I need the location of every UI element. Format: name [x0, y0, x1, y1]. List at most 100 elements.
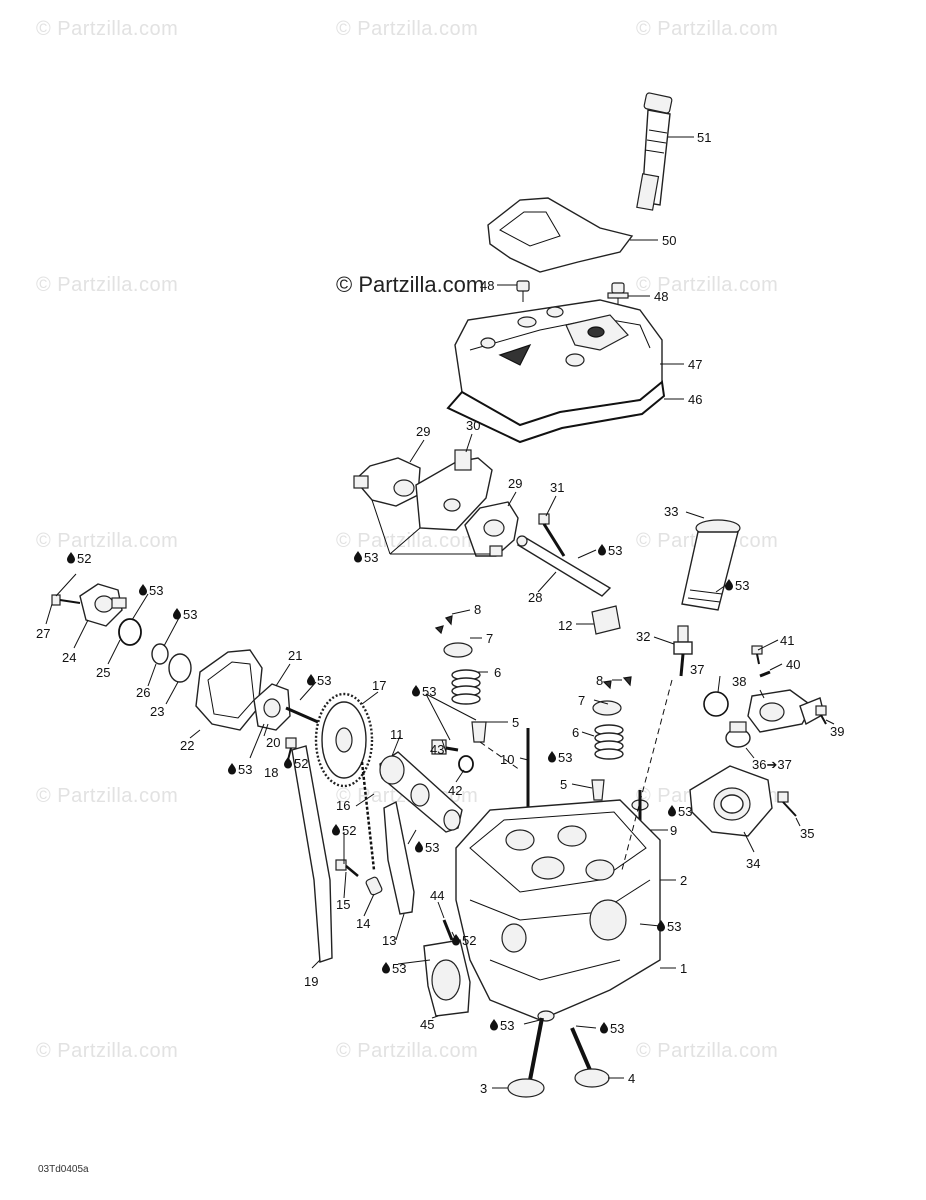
spark-plug-part — [673, 625, 693, 677]
cover-gasket-part — [446, 380, 666, 444]
valve-spring-part — [451, 669, 481, 705]
callout-14: 14 — [356, 916, 370, 931]
callout-51: 51 — [697, 130, 711, 145]
watermark: © Partzilla.com — [36, 274, 179, 296]
callout-17: 17 — [372, 678, 386, 693]
intake-adapter-part — [689, 765, 773, 837]
watermark: © Partzilla.com — [336, 1040, 479, 1062]
callout-6: 6 — [494, 665, 501, 680]
timing-gear-hub-part — [253, 683, 319, 731]
lubricant-53: 53 — [735, 578, 749, 593]
callout-11: 11 — [390, 727, 404, 742]
callout-40: 40 — [786, 657, 800, 672]
valve-seal-part — [471, 721, 487, 743]
lubricant-52: 52 — [462, 933, 476, 948]
callout-42: 42 — [448, 783, 462, 798]
valve-keeper-part — [602, 676, 632, 690]
brand-watermark: © Partzilla.com — [336, 272, 485, 297]
callout-29: 29 — [508, 476, 522, 491]
o-ring-part — [703, 691, 729, 717]
watermark: © Partzilla.com — [636, 18, 779, 40]
callout-36-to-37: 36➔37 — [752, 757, 792, 772]
watermark: © Partzilla.com — [36, 785, 179, 807]
lubricant-53: 53 — [678, 804, 692, 819]
lubricant-53: 53 — [500, 1018, 514, 1033]
bolt-part — [335, 859, 359, 877]
lubricant-52: 52 — [77, 551, 91, 566]
leader-lines — [45, 136, 835, 1089]
callout-2: 2 — [680, 873, 687, 888]
lubricant-53: 53 — [667, 919, 681, 934]
ignition-coil-part — [636, 92, 673, 211]
bolt-part — [516, 280, 530, 302]
thermostat-part — [725, 721, 751, 748]
lubricant-labels: 52 53 53 53 53 53 53 53 53 53 53 52 53 5… — [67, 543, 749, 1036]
callout-9: 9 — [670, 823, 677, 838]
lubricant-53: 53 — [364, 550, 378, 565]
watermark: © Partzilla.com — [36, 18, 179, 40]
lubricant-53: 53 — [610, 1021, 624, 1036]
callout-41: 41 — [780, 633, 794, 648]
callout-21: 21 — [288, 648, 302, 663]
lubricant-53: 53 — [425, 840, 439, 855]
callout-19: 19 — [304, 974, 318, 989]
rocker-shaft-holder-part — [415, 449, 493, 531]
timing-chain-part — [360, 761, 376, 871]
stud-part — [442, 919, 454, 941]
callout-22: 22 — [180, 738, 194, 753]
callout-43: 43 — [430, 742, 444, 757]
tensioner-guide-part — [383, 800, 415, 915]
camshaft-part — [379, 751, 463, 833]
lubricant-53: 53 — [558, 750, 572, 765]
callout-30: 30 — [466, 418, 480, 433]
callout-18: 18 — [264, 765, 278, 780]
callout-28: 28 — [528, 590, 542, 605]
valve-seal-part — [591, 779, 605, 801]
lubricant-53: 53 — [183, 607, 197, 622]
callout-34: 34 — [746, 856, 760, 871]
callout-45: 45 — [420, 1017, 434, 1032]
callout-44: 44 — [430, 888, 444, 903]
valve-cover-part — [454, 299, 663, 426]
lubricant-53: 53 — [422, 684, 436, 699]
watermark: © Partzilla.com — [636, 1040, 779, 1062]
callout-15: 15 — [336, 897, 350, 912]
valve-spring-part — [594, 724, 624, 760]
watermark: © Partzilla.com — [36, 530, 179, 552]
assembly-line — [479, 741, 521, 771]
callout-6: 6 — [572, 725, 579, 740]
callout-46: 46 — [688, 392, 702, 407]
lubricant-53: 53 — [608, 543, 622, 558]
washer-part — [168, 653, 192, 683]
callout-32: 32 — [636, 629, 650, 644]
cover-plate-part — [487, 197, 634, 273]
chain-guide-part — [291, 745, 333, 963]
o-ring-part — [118, 618, 142, 646]
bolt-part — [51, 594, 81, 606]
callout-8: 8 — [474, 602, 481, 617]
callout-16: 16 — [336, 798, 350, 813]
spring-retainer-part — [592, 700, 622, 716]
callout-8: 8 — [596, 673, 603, 688]
callout-7: 7 — [578, 693, 585, 708]
bolt-part — [777, 791, 797, 817]
valve-keeper-part — [434, 615, 453, 635]
callout-27: 27 — [36, 626, 50, 641]
callout-3: 3 — [480, 1081, 487, 1096]
callout-50: 50 — [662, 233, 676, 248]
callout-31: 31 — [550, 480, 564, 495]
callout-1: 1 — [680, 961, 687, 976]
callout-29: 29 — [416, 424, 430, 439]
callout-37: 37 — [690, 662, 704, 677]
callout-4: 4 — [628, 1071, 635, 1086]
callout-10: 10 — [500, 752, 514, 767]
lubricant-53: 53 — [149, 583, 163, 598]
callout-24: 24 — [62, 650, 76, 665]
cylinder-head-part — [455, 799, 661, 1022]
callout-48: 48 — [654, 289, 668, 304]
callout-23: 23 — [150, 704, 164, 719]
spacer-part — [151, 643, 169, 665]
callout-25: 25 — [96, 665, 110, 680]
callout-33: 33 — [664, 504, 678, 519]
